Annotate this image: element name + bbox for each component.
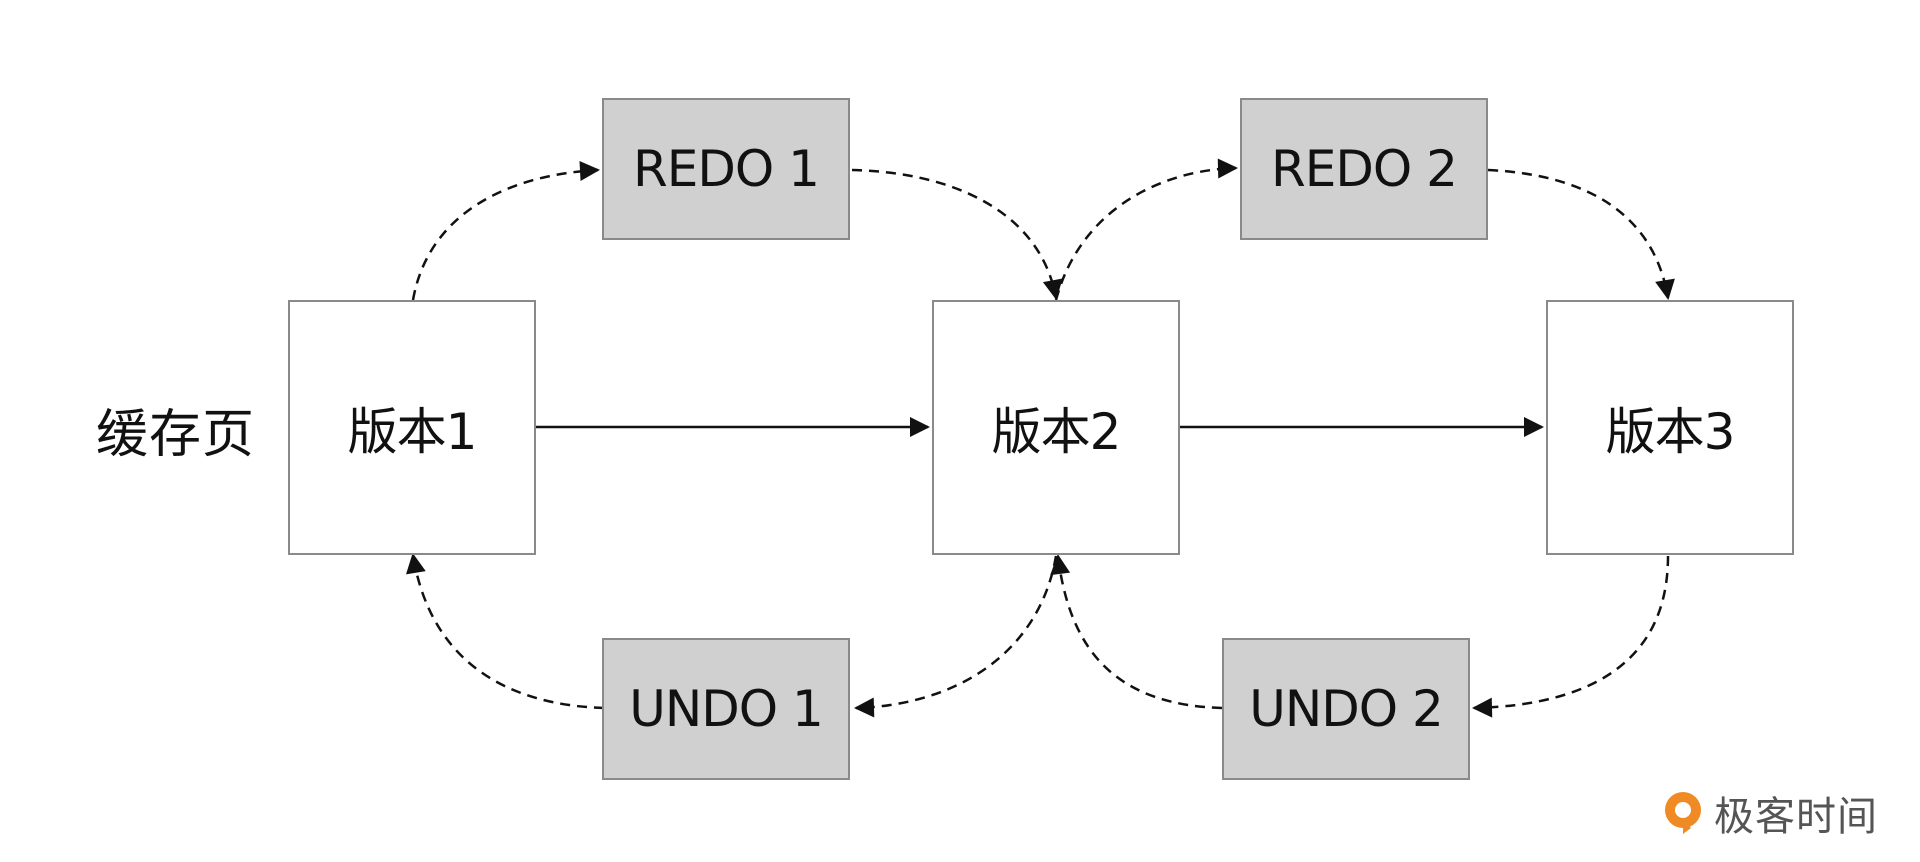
- edge-undo1-v1: [406, 553, 605, 710]
- version-box-2-label: 版本2: [991, 402, 1122, 461]
- edge-v2-undo1: [854, 555, 1058, 718]
- row-label-cache-page: 缓存页: [96, 405, 256, 465]
- undo-box-1-label: UNDO 1: [629, 680, 824, 738]
- version-box-3: 版本3: [1546, 300, 1794, 555]
- redo-box-2: REDO 2: [1240, 98, 1488, 240]
- version-box-1: 版本1: [288, 300, 536, 555]
- edge-redo2-v3: [1487, 168, 1675, 300]
- edge-v1-redo1: [411, 160, 600, 301]
- edge-v2-redo2: [1054, 158, 1238, 301]
- redo-box-1-label: REDO 1: [633, 140, 820, 198]
- geektime-logo-icon: [1665, 792, 1701, 834]
- undo-box-2-label: UNDO 2: [1249, 680, 1444, 738]
- edge-undo2-v2: [1050, 554, 1223, 710]
- edge-redo1-v2: [851, 168, 1063, 300]
- redo-box-2-label: REDO 2: [1271, 140, 1458, 198]
- undo-box-1: UNDO 1: [602, 638, 850, 780]
- watermark: 极客时间: [1658, 784, 1878, 842]
- version-box-1-label: 版本1: [347, 402, 478, 461]
- edge-v3-undo2: [1472, 555, 1670, 718]
- redo-box-1: REDO 1: [602, 98, 850, 240]
- watermark-text: 极客时间: [1714, 794, 1878, 840]
- version-box-2: 版本2: [932, 300, 1180, 555]
- version-box-3-label: 版本3: [1605, 402, 1736, 461]
- undo-box-2: UNDO 2: [1222, 638, 1470, 780]
